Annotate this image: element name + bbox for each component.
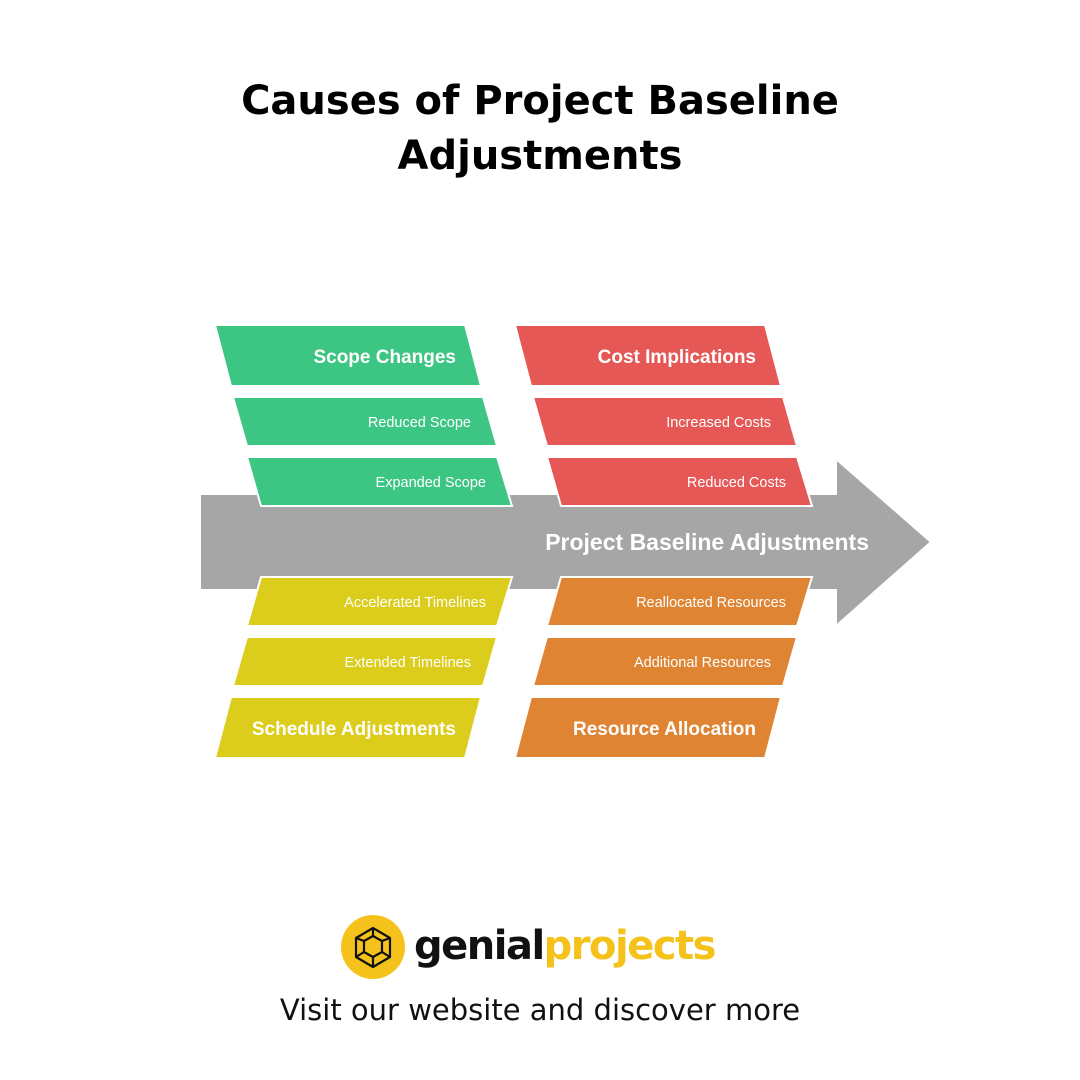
cost-item-label: Reduced Costs xyxy=(687,475,786,491)
schedule-header-label: Schedule Adjustments xyxy=(252,719,456,740)
schedule-item-label: Extended Timelines xyxy=(344,655,471,671)
cost-header-label: Cost Implications xyxy=(598,347,756,368)
website-tagline[interactable]: Visit our website and discover more xyxy=(279,993,801,1027)
resource-header-label: Resource Allocation xyxy=(573,719,756,740)
branch-schedule: Accelerated Timelines Extended Timelines… xyxy=(213,576,514,759)
scope-item-label: Expanded Scope xyxy=(376,475,486,491)
scope-header-box xyxy=(213,324,483,387)
schedule-item-label: Accelerated Timelines xyxy=(344,595,486,611)
brand-name-part-1: genial xyxy=(414,923,545,969)
cube-logo-icon xyxy=(341,915,405,979)
branch-scope: Scope Changes Reduced Scope Expanded Sco… xyxy=(213,324,514,507)
scope-item-box xyxy=(231,396,499,447)
cost-item-label: Increased Costs xyxy=(666,415,771,431)
page-title: Causes of Project Baseline Adjustments xyxy=(0,74,1080,184)
resource-item-box xyxy=(531,636,799,687)
schedule-item-box xyxy=(231,636,499,687)
scope-header-label: Scope Changes xyxy=(313,347,456,368)
title-line-2: Adjustments xyxy=(397,133,683,179)
schedule-header-box xyxy=(213,696,483,759)
scope-item-box xyxy=(245,456,514,507)
schedule-item-box xyxy=(245,576,514,627)
brand-name-part-2: projects xyxy=(543,923,717,969)
spine-label: Project Baseline Adjustments xyxy=(545,529,869,555)
resource-item-box xyxy=(545,576,814,627)
cost-item-box xyxy=(545,456,814,507)
resource-item-label: Additional Resources xyxy=(634,655,771,671)
resource-item-label: Reallocated Resources xyxy=(636,595,786,611)
branch-cost: Cost Implications Increased Costs Reduce… xyxy=(513,324,814,507)
cost-item-box xyxy=(531,396,799,447)
branch-resource: Reallocated Resources Additional Resourc… xyxy=(513,576,814,759)
resource-header-box xyxy=(513,696,783,759)
brand-wordmark: genialprojects xyxy=(414,918,717,974)
title-line-1: Causes of Project Baseline xyxy=(241,78,839,124)
scope-item-label: Reduced Scope xyxy=(368,415,471,431)
cost-header-box xyxy=(513,324,783,387)
brand-logo[interactable]: genialprojects xyxy=(340,912,740,982)
